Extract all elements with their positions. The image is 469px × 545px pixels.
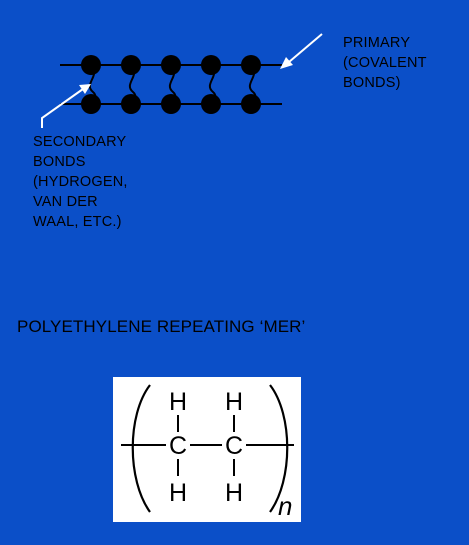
primary-bonds-label: PRIMARY (COVALENT BONDS) [343, 33, 427, 93]
left-carbon: C [169, 432, 187, 460]
lower-atom-2 [121, 94, 141, 114]
primary-label-line-3: BONDS) [343, 75, 401, 91]
lower-atom-4 [201, 94, 221, 114]
secondary-label-line-3: (HYDROGEN, [33, 174, 128, 190]
right-parenthesis [269, 384, 289, 513]
secondary-label-line-2: BONDS [33, 154, 86, 170]
right-carbon: C [225, 432, 243, 460]
secondary-bond-arrow [41, 84, 91, 128]
primary-label-line-1: PRIMARY [343, 35, 411, 51]
lower-atom-1 [81, 94, 101, 114]
left-parenthesis [131, 384, 151, 513]
secondary-bonds-label: SECONDARY BONDS (HYDROGEN, VAN DER WAAL,… [33, 132, 128, 232]
polyethylene-structure: H H C C H H n [121, 384, 294, 521]
right-bottom-hydrogen: H [225, 479, 243, 507]
primary-bond-arrow [280, 33, 323, 69]
upper-atom-3 [161, 55, 181, 75]
upper-atom-1 [81, 55, 101, 75]
polyethylene-formula-box: H H C C H H n [113, 377, 301, 522]
polymer-chain-diagram [41, 33, 323, 128]
secondary-label-line-4: VAN DER [33, 194, 98, 210]
secondary-label-line-5: WAAL, ETC.) [33, 214, 122, 230]
right-top-hydrogen: H [225, 388, 243, 416]
secondary-label-line-1: SECONDARY [33, 134, 127, 150]
primary-label-line-2: (COVALENT [343, 55, 427, 71]
left-bottom-hydrogen: H [169, 479, 187, 507]
lower-atom-3 [161, 94, 181, 114]
upper-atom-5 [241, 55, 261, 75]
repeat-subscript: n [278, 491, 292, 521]
lower-atom-5 [241, 94, 261, 114]
upper-atom-2 [121, 55, 141, 75]
upper-atom-4 [201, 55, 221, 75]
left-top-hydrogen: H [169, 388, 187, 416]
page-title: POLYETHYLENE REPEATING ‘MER’ [17, 317, 306, 336]
